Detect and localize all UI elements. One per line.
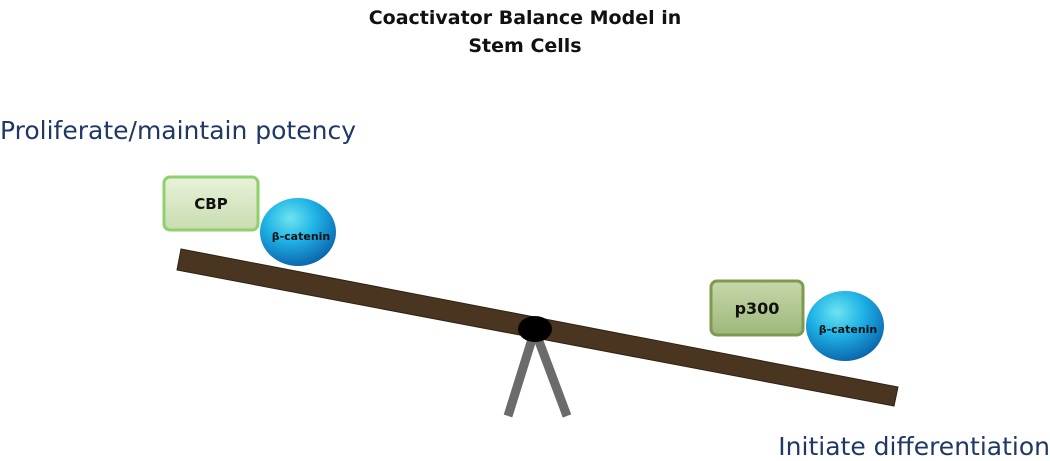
title-line-2: Stem Cells: [468, 35, 582, 57]
cbp-complex: CBP β-catenin: [162, 175, 336, 266]
p300-box: [709, 279, 805, 337]
beta-catenin-ball-left: [260, 198, 336, 266]
pivot-point: [518, 316, 552, 342]
beta-catenin-label-left: β-catenin: [272, 230, 331, 243]
proliferate-label: Proliferate/maintain potency: [0, 116, 356, 145]
cbp-box: [162, 175, 260, 232]
diagram-title: Coactivator Balance Model in Stem Cells: [0, 4, 1050, 60]
p300-complex: p300 β-catenin: [709, 279, 884, 361]
title-line-1: Coactivator Balance Model in: [368, 7, 682, 29]
cbp-label: CBP: [194, 195, 227, 213]
seesaw-stand: [503, 334, 572, 418]
differentiation-label: Initiate differentiation: [778, 432, 1050, 461]
beta-catenin-ball-right: [806, 291, 884, 361]
beta-catenin-label-right: β-catenin: [819, 323, 878, 336]
p300-label: p300: [735, 299, 780, 318]
